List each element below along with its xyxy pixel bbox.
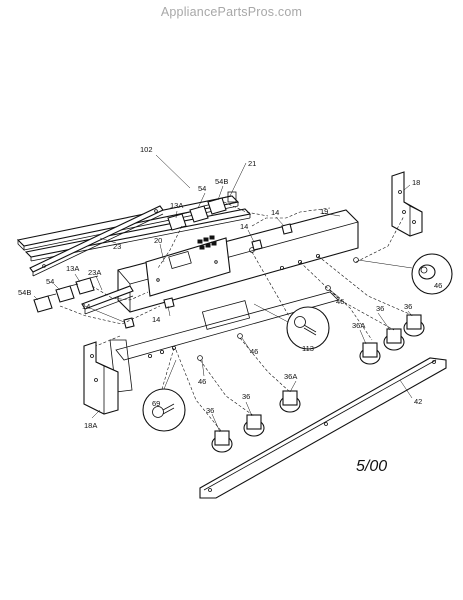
callout-113: 113	[302, 344, 314, 353]
knobs	[211, 314, 425, 453]
callout-18: 18	[412, 178, 420, 187]
knob-36-b	[243, 414, 265, 437]
callout-14-d: 14	[152, 315, 160, 324]
leader-lines	[33, 154, 413, 433]
part-14-clips	[123, 223, 293, 329]
callout-36-c: 36	[242, 392, 250, 401]
switch-group-left	[33, 275, 99, 313]
callout-54b-top: 54B	[215, 177, 228, 186]
knob-36-a	[211, 430, 233, 453]
callout-14-b: 14	[240, 222, 248, 231]
callout-54b-left: 54B	[18, 288, 31, 297]
part-23a-bracket	[81, 285, 134, 315]
callout-19: 19	[320, 207, 328, 216]
inset-69-screw-circle	[142, 359, 186, 432]
watermark-text: AppliancePartsPros.com	[160, 5, 303, 19]
callout-36a-a: 36A	[352, 321, 365, 330]
inset-46-knob-circle	[357, 253, 453, 295]
knob-36-c	[383, 328, 405, 351]
callout-54-top: 54	[198, 184, 206, 193]
callout-14-c: 14	[82, 302, 90, 311]
callout-46-knob: 46	[434, 281, 442, 290]
part-20-display-board	[145, 235, 231, 297]
callout-23a: 23A	[88, 268, 101, 277]
callout-69: 69	[152, 399, 160, 408]
callout-14-a: 14	[271, 208, 279, 217]
part-18-end-bracket	[391, 171, 423, 237]
knob-36-d	[403, 314, 425, 337]
callout-46-b: 46	[250, 347, 258, 356]
callout-20: 20	[154, 236, 162, 245]
callout-labels: 102 21 18 19 54B 54 13A 20 23 14 14 13A …	[18, 145, 442, 430]
callout-42: 42	[414, 397, 422, 406]
callout-13a-left: 13A	[66, 264, 79, 273]
callout-46-c: 46	[198, 377, 206, 386]
callout-46-a: 46	[336, 297, 344, 306]
callout-54-left: 54	[46, 277, 54, 286]
part-23-bracket	[29, 205, 164, 277]
inset-113-screw-circle	[253, 303, 330, 350]
switch-group-top	[167, 195, 231, 231]
date-mark: 5/00	[356, 458, 388, 475]
callout-18a: 18A	[84, 421, 97, 430]
knob-36a-b	[359, 342, 381, 365]
callout-23: 23	[113, 242, 121, 251]
part-42-trim	[199, 357, 447, 499]
assembly-lines	[59, 201, 415, 433]
callout-36a-b: 36A	[284, 372, 297, 381]
knob-36a-a	[279, 390, 301, 413]
part-19-control-panel	[109, 209, 359, 393]
callout-36-d: 36	[206, 406, 214, 415]
callout-36-a: 36	[404, 302, 412, 311]
callout-102: 102	[140, 145, 153, 154]
callout-21: 21	[248, 159, 256, 168]
part-18a-end-bracket	[83, 341, 119, 415]
callout-13a-top: 13A	[170, 201, 183, 210]
callout-36-b: 36	[376, 304, 384, 313]
